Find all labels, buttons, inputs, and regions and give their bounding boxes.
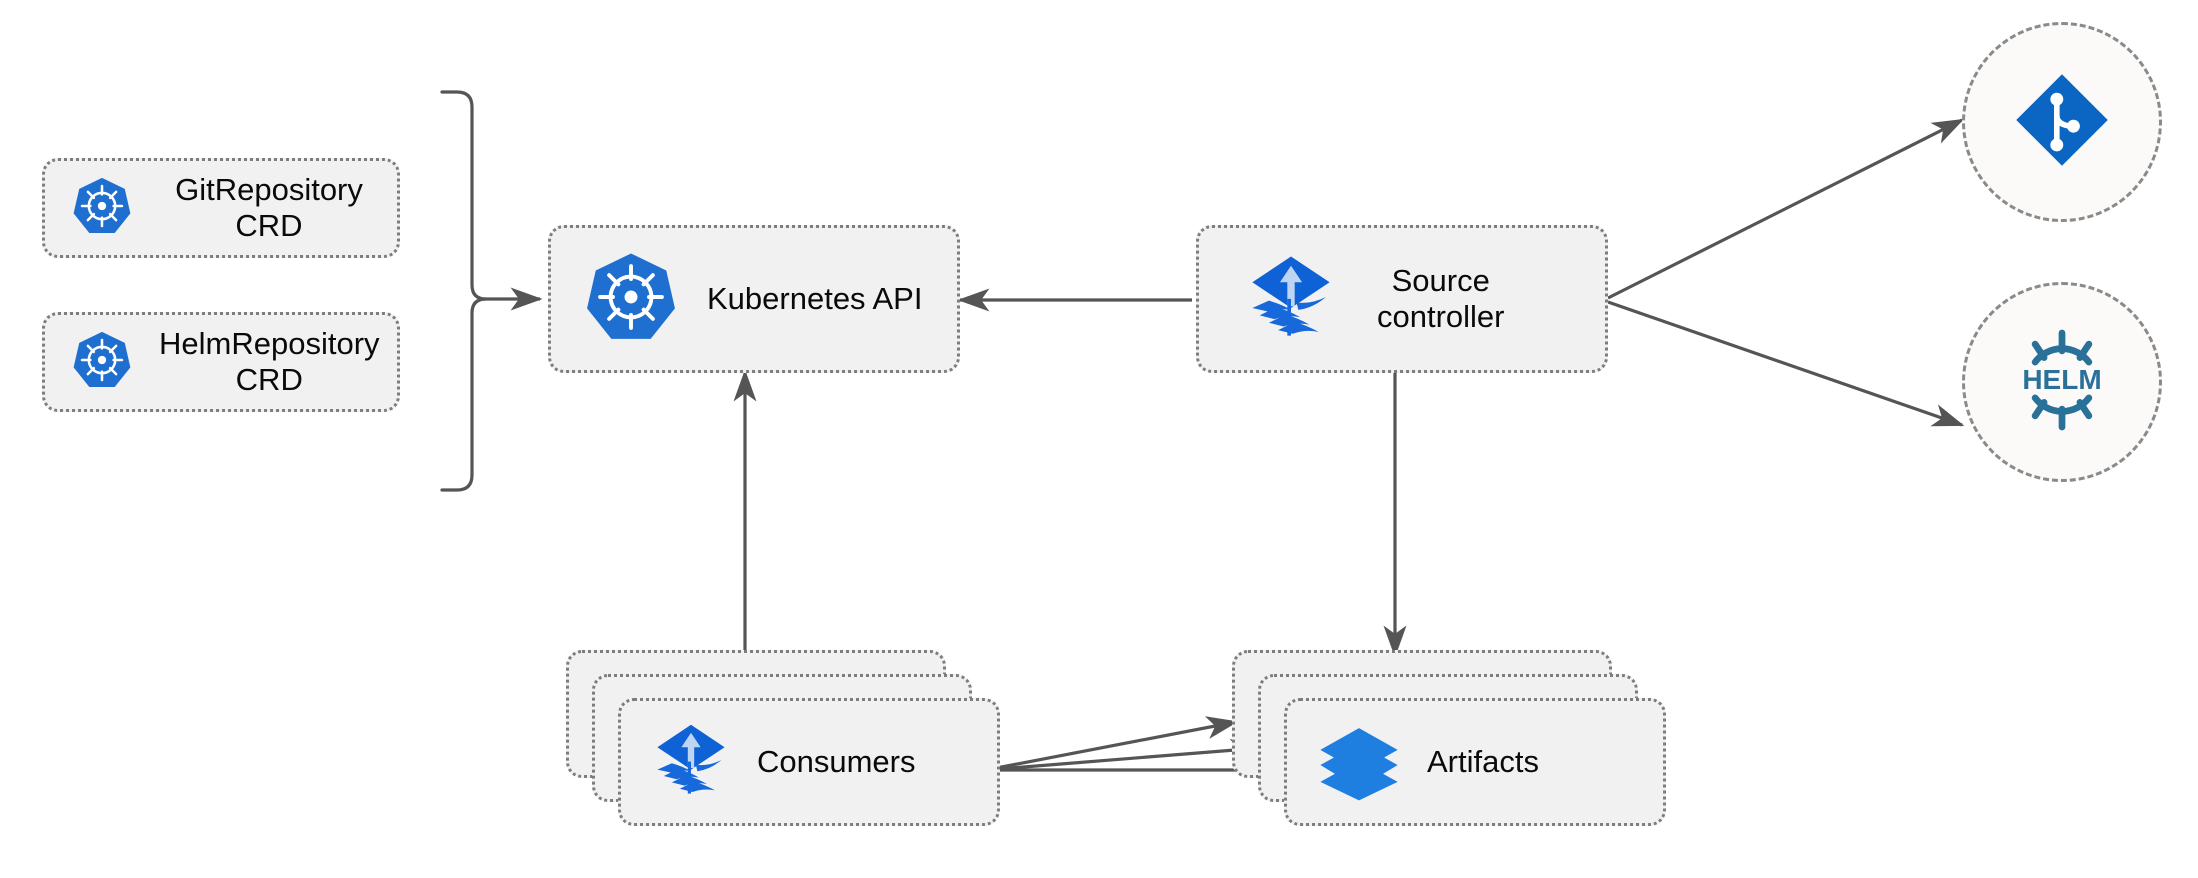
layers-icon — [1317, 718, 1401, 807]
git-icon — [2010, 68, 2114, 177]
arrow-source-to-helm — [1607, 300, 1965, 427]
node-helm-source[interactable]: HELM — [1962, 282, 2162, 482]
flux-icon — [1245, 251, 1337, 348]
node-git-source[interactable] — [1962, 22, 2162, 222]
node-label: HelmRepository CRD — [159, 325, 380, 397]
helm-wordmark: HELM — [2022, 363, 2101, 394]
kubernetes-icon — [71, 329, 133, 396]
node-kubernetes-api[interactable]: Kubernetes API — [548, 225, 960, 373]
node-source-controller[interactable]: Source controller — [1196, 225, 1608, 373]
node-label: Artifacts — [1427, 743, 1539, 779]
consumers-card-front[interactable]: Consumers — [618, 698, 1000, 826]
kubernetes-icon — [71, 175, 133, 242]
node-label: Consumers — [757, 743, 916, 779]
node-label: Kubernetes API — [707, 280, 923, 316]
node-label: Source controller — [1377, 262, 1505, 334]
artifacts-card-front[interactable]: Artifacts — [1284, 698, 1666, 826]
crd-group-brace — [440, 90, 543, 492]
flux-icon — [651, 720, 731, 805]
node-helmrepository-crd[interactable]: HelmRepository CRD — [42, 312, 400, 412]
arrow-source-to-git — [1607, 118, 1965, 300]
kubernetes-icon — [583, 249, 679, 350]
node-gitrepository-crd[interactable]: GitRepository CRD — [42, 158, 400, 258]
node-label: GitRepository CRD — [175, 171, 363, 243]
helm-icon: HELM — [2006, 324, 2118, 441]
